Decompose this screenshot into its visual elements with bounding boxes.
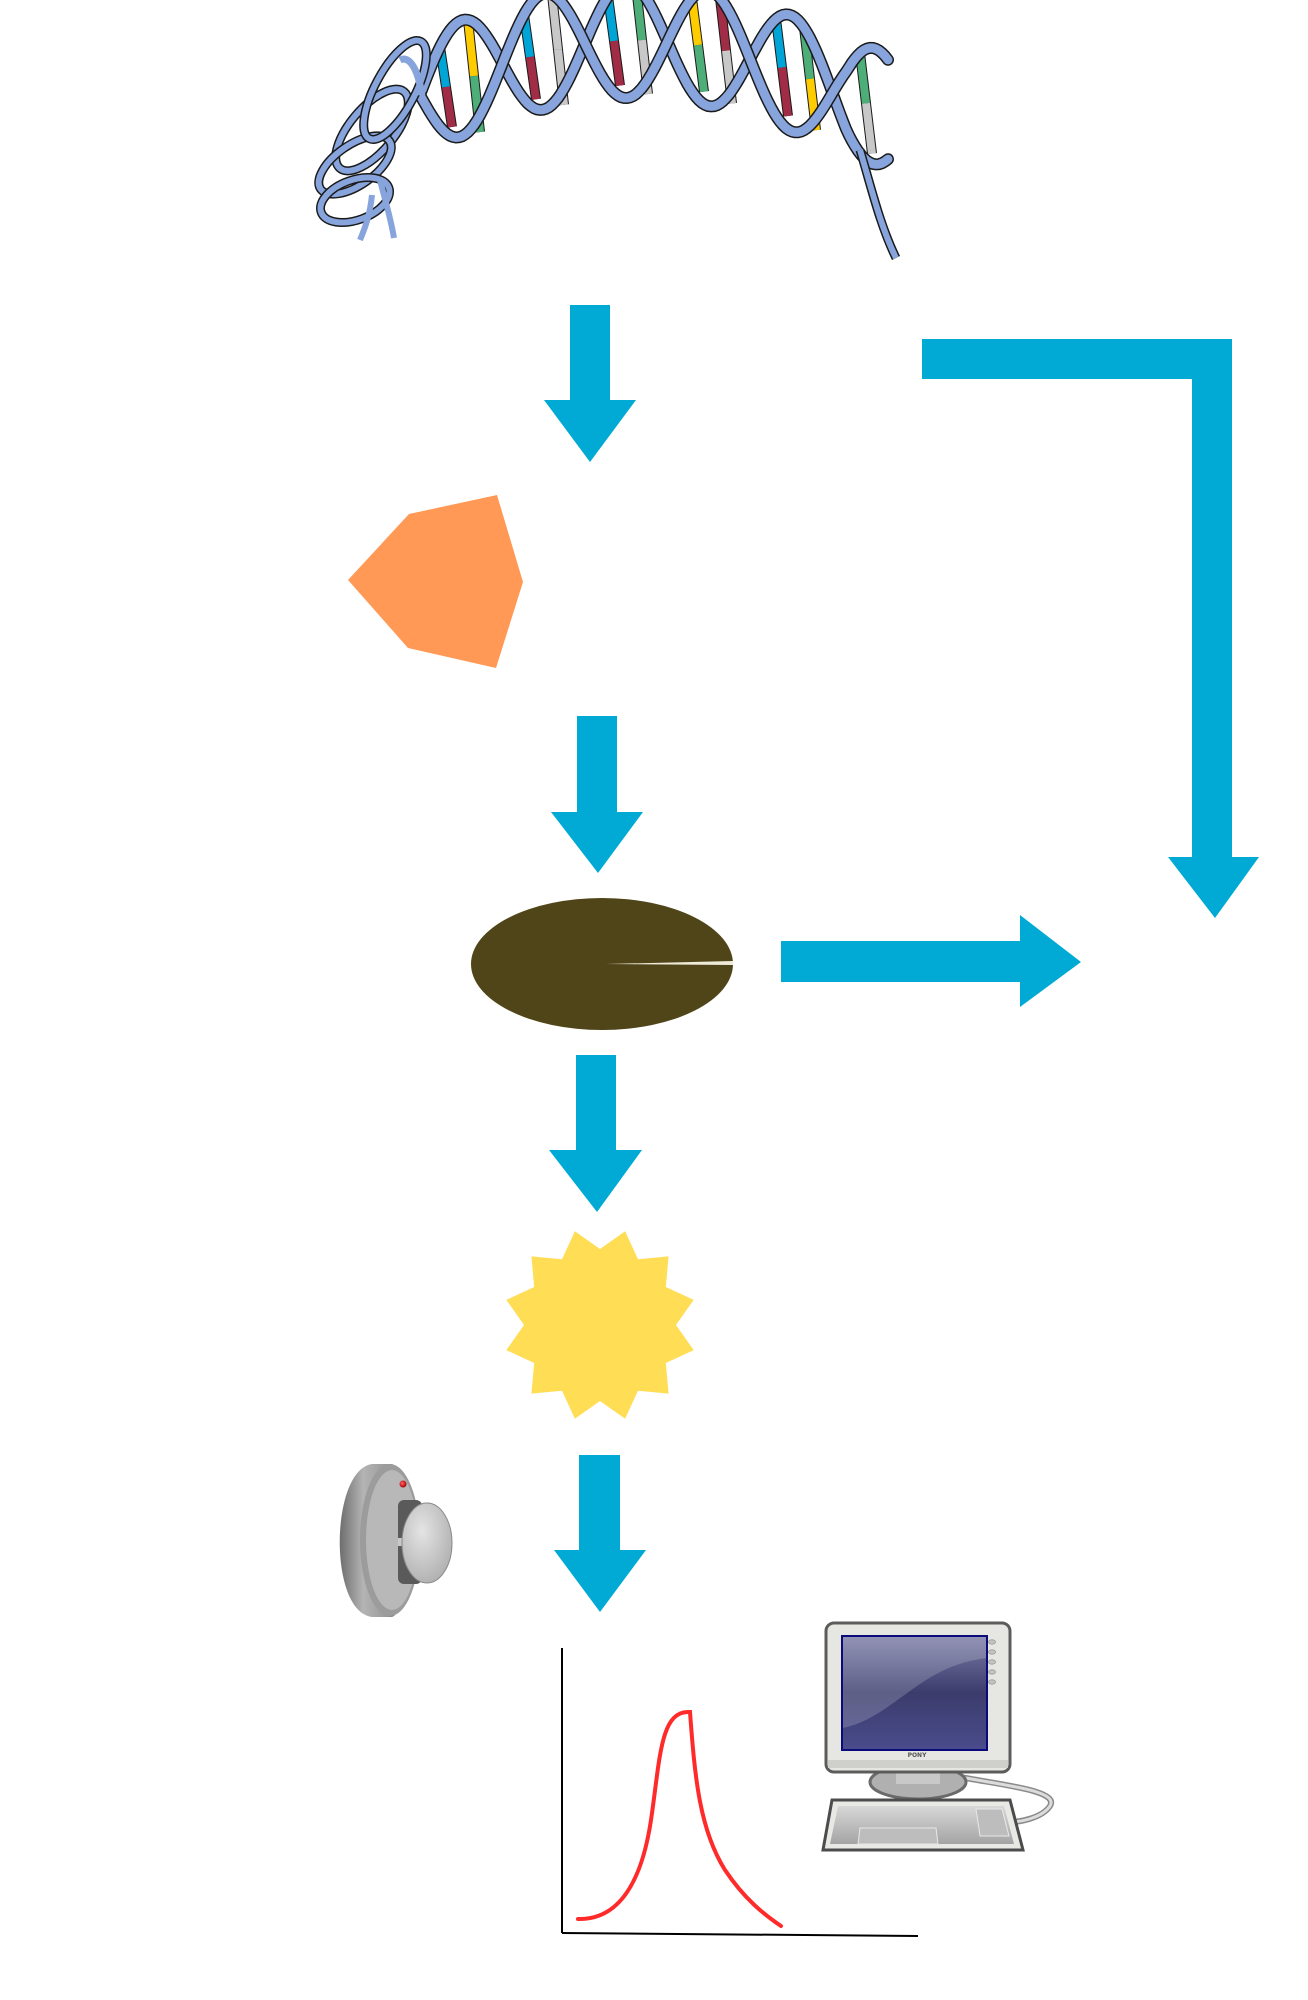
dna-base [633,0,646,41]
brown-ellipse-shape [471,898,733,1030]
arrow-star-to-plot [554,1455,646,1612]
dna-coil-connector [398,55,426,96]
dna-coiled-tail [314,36,901,260]
dna-base [856,52,870,104]
dna-coil-strands [357,179,397,242]
orange-pentagon-shape [348,495,523,668]
dna-base [526,56,540,100]
plot-x-axis [561,1932,919,1937]
dna-coil-loop [317,174,393,226]
dna-coil-loop [360,37,430,143]
monitor-screen [841,1635,988,1751]
dna-base [464,19,478,77]
dna-double-helix-icon [314,0,901,260]
dna-base [610,40,624,87]
dna-base [548,0,562,51]
desktop-computer-icon: PONY [821,1621,1055,1852]
monitor-buttons [988,1639,996,1685]
dna-strand-front [415,0,893,143]
plot-peak-curve [576,1710,783,1928]
ellipse-slit [606,961,733,965]
dna-strand-back [415,0,893,169]
monitor-brand-label: PONY [908,1752,928,1759]
dna-base [442,86,456,128]
arrow-elbow-right-down [922,339,1259,918]
arrow-pentagon-to-ellipse [551,716,643,873]
signal-plot [561,1648,919,1937]
dna-base [778,67,792,117]
detector-led [399,1480,407,1488]
arrow-ellipse-to-star [549,1055,642,1212]
dna-tail-strand [857,149,899,260]
arrow-dna-to-pentagon [544,305,636,462]
dna-base [772,18,786,68]
smoke-detector-icon [339,1464,453,1617]
yellow-starburst-shape [506,1231,694,1419]
dna-base [694,44,708,93]
dna-base [862,102,876,155]
arrow-ellipse-to-right [781,915,1081,1007]
